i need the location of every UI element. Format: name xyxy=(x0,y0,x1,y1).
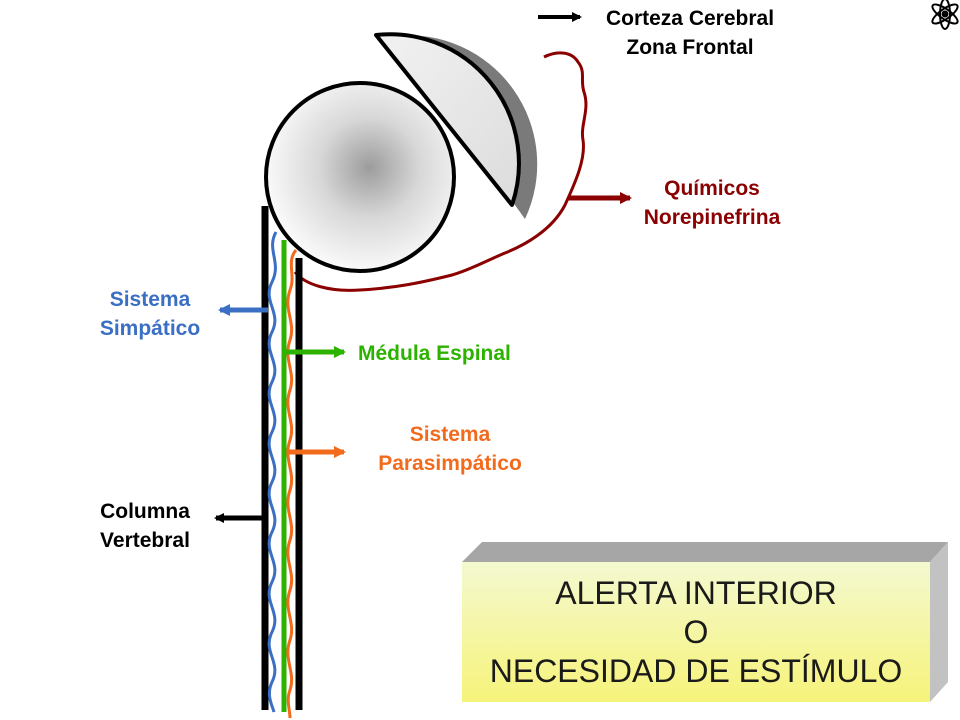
column-label-line2: Vertebral xyxy=(100,529,190,552)
chemicals-label-line2: Norepinefrina xyxy=(643,206,781,229)
cortex-shape xyxy=(374,32,538,219)
parasympathetic-label-line1: Sistema xyxy=(409,423,491,446)
sympathetic-label-line1: Sistema xyxy=(109,288,191,311)
cortex-label-line1: Corteza Cerebral xyxy=(605,7,775,30)
sympathetic-label: Sistema Simpático xyxy=(60,285,240,343)
cortex-label-line2: Zona Frontal xyxy=(626,36,754,59)
sympathetic-label-line2: Simpático xyxy=(99,317,201,340)
alert-line-3: NECESIDAD DE ESTÍMULO xyxy=(489,652,903,689)
spinal-cord-label: Médula Espinal xyxy=(358,342,511,365)
alert-box xyxy=(462,542,948,702)
chemicals-label-line1: Químicos xyxy=(664,177,760,200)
sympathetic-nerve xyxy=(267,231,278,713)
cortex-label: Corteza Cerebral Zona Frontal xyxy=(585,4,795,62)
brain-sphere xyxy=(264,81,456,273)
parasympathetic-label-line2: Parasimpático xyxy=(378,452,522,475)
chemicals-nerve xyxy=(293,51,588,292)
atom-icon xyxy=(931,0,959,30)
alert-line-2: O xyxy=(683,613,709,650)
parasympathetic-nerve xyxy=(286,249,298,719)
chemicals-label: Químicos Norepinefrina xyxy=(612,174,812,232)
column-label-line1: Columna xyxy=(100,500,190,523)
parasympathetic-label: Sistema Parasimpático xyxy=(350,420,550,478)
alert-line-1: ALERTA INTERIOR xyxy=(555,574,837,611)
alert-box-text: ALERTA INTERIOR O NECESIDAD DE ESTÍMULO xyxy=(462,562,930,702)
column-label: Columna Vertebral xyxy=(70,497,220,555)
